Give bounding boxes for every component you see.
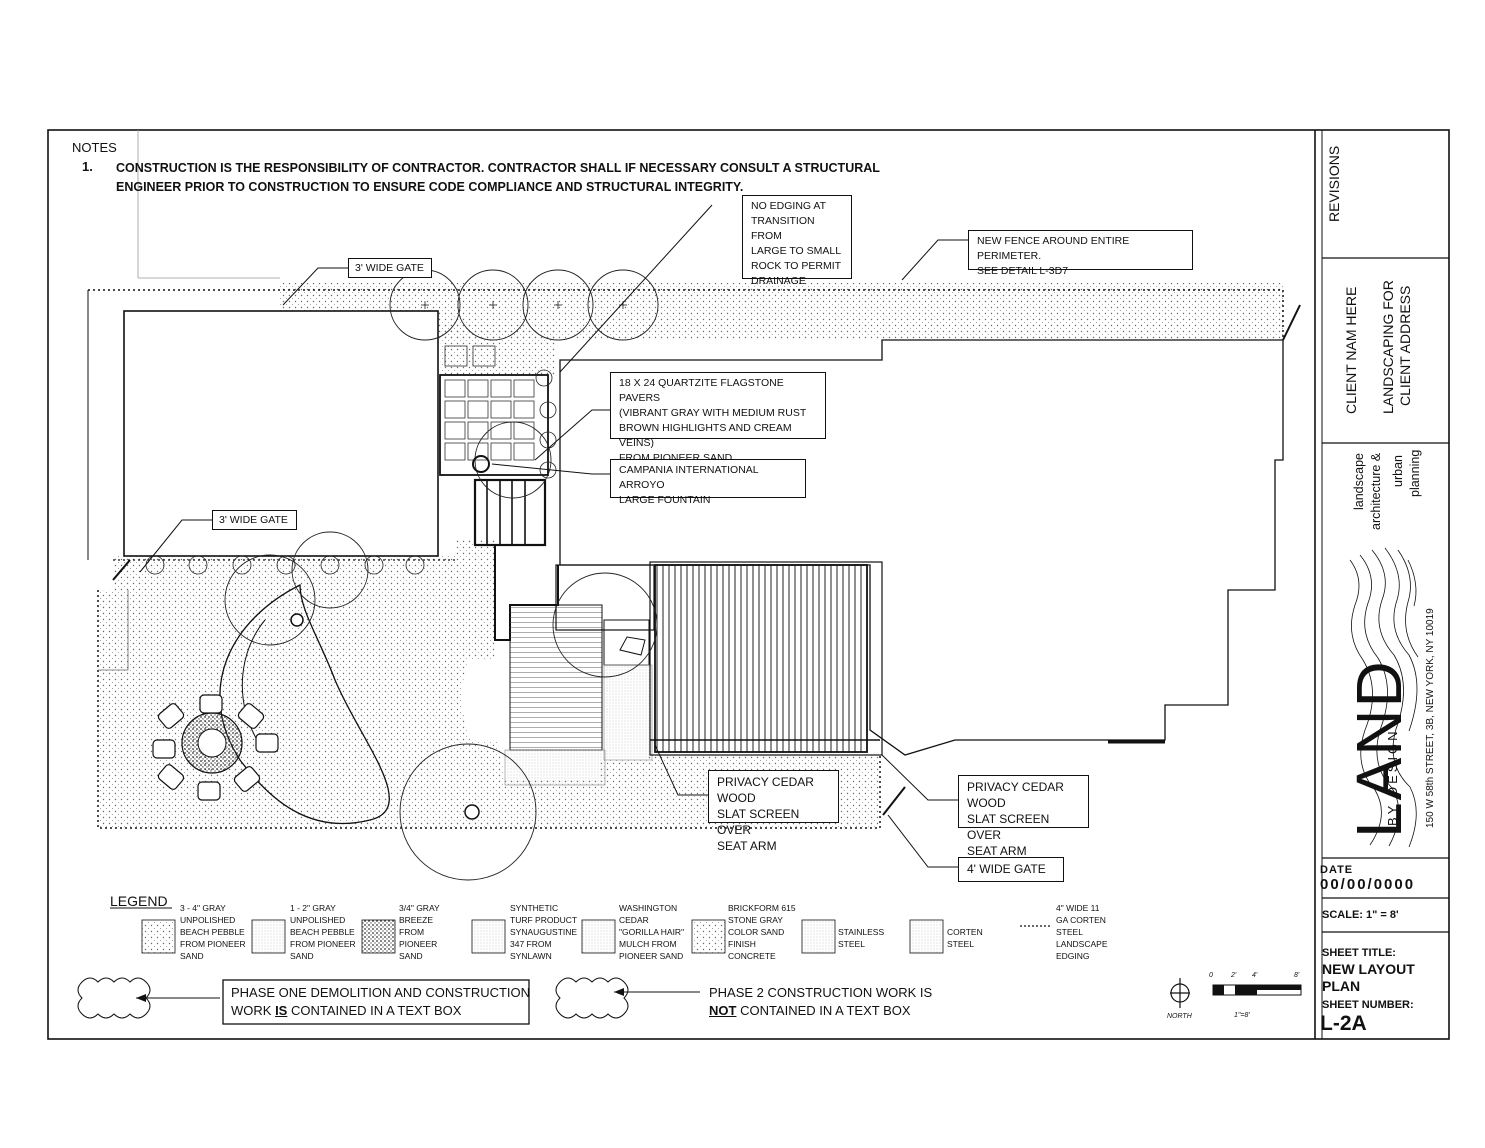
fire-pit [152,694,279,801]
pergola-slat-screen [649,561,883,756]
legend-item: BRICKFORM 615 STONE GRAY COLOR SAND FINI… [728,903,796,961]
turf-path [219,583,390,825]
callout-gate-4ft: 4' WIDE GATE [958,857,1064,882]
callout-gate-top: 3' WIDE GATE [348,258,432,278]
logo-contour-lines [1349,547,1419,848]
firm-logo: LAND [1343,659,1415,838]
scale-tick-0: 0 [1209,972,1213,979]
flagstone-pavers [439,345,549,476]
legend-item: SYNTHETIC TURF PRODUCT SYNAUGUSTINE 347 … [510,903,578,961]
north-arrow-icon [1170,978,1190,1008]
sheet-title-label: SHEET TITLE: [1322,947,1396,959]
phase-one-box [222,979,530,1025]
callout-no-edging: NO EDGING AT TRANSITION FROM LARGE TO SM… [742,195,852,287]
note-number: 1. [82,159,93,174]
legend-item: 1 - 2" GRAY UNPOLISHED BEACH PEBBLE FROM… [290,903,356,961]
legend-item: STAINLESS STEEL [838,927,885,949]
project-line-1: LANDSCAPING FOR [1380,280,1396,414]
sheet-number: L-2A [1320,1012,1367,1035]
callout-gate-left: 3' WIDE GATE [212,510,297,530]
firm-line-2: architecture & [1369,452,1383,530]
date-value: 00/00/0000 [1320,876,1416,893]
cloud-symbol-one [77,977,151,1019]
scale-tick-8: 8' [1294,972,1300,979]
scale-tick-2: 2' [1231,972,1237,979]
callout-privacy-screen-2: PRIVACY CEDAR WOOD SLAT SCREEN OVER SEAT… [958,775,1089,858]
legend-item: WASHINGTON CEDAR "GORILLA HAIR" MULCH FR… [619,903,685,961]
firm-line-1: landscape [1352,453,1366,510]
perimeter-fence [88,289,1284,340]
sheet-number-label: SHEET NUMBER: [1322,999,1414,1011]
legend-item: 3 - 4" GRAY UNPOLISHED BEACH PEBBLE FROM… [180,903,246,961]
notes-title: NOTES [72,140,117,155]
callout-privacy-screen-1: PRIVACY CEDAR WOOD SLAT SCREEN OVER SEAT… [708,770,839,853]
legend-title: LEGEND [110,893,168,909]
firm-logo-sub: BY DESIGN [1385,728,1400,826]
scale-note: SCALE: 1" = 8' [1322,909,1399,921]
fountain-mark [472,455,490,473]
client-name: CLIENT NAM HERE [1343,286,1359,414]
callout-fence: NEW FENCE AROUND ENTIRE PERIMETER. SEE D… [968,230,1193,277]
date-label: DATE [1320,864,1354,876]
project-line-2: CLIENT ADDRESS [1397,285,1413,406]
firm-line-3: urban [1391,455,1405,487]
firm-line-4: planning [1408,449,1422,497]
scale-bar-graphic [1212,984,1302,996]
revisions-label: REVISIONS [1326,145,1342,222]
scale-bar-label: 1"=8' [1234,1012,1250,1019]
sheet-title: NEW LAYOUT PLAN [1322,961,1415,994]
sheet-border [47,129,1450,1040]
legend-item: 3/4" GRAY BREEZE FROM PIONEER SAND [399,903,440,961]
legend-item: CORTEN STEEL [947,927,983,949]
legend-item: 4" WIDE 11 GA CORTEN STEEL LANDSCAPE EDG… [1056,903,1108,961]
callout-pavers: 18 X 24 QUARTZITE FLAGSTONE PAVERS (VIBR… [610,372,826,464]
note-text: CONSTRUCTION IS THE RESPONSIBILITY OF CO… [116,161,880,194]
cloud-symbol-two [555,977,629,1019]
scale-tick-4: 4' [1252,972,1258,979]
gravel-yard [98,540,880,828]
callout-fountain: CAMPANIA INTERNATIONAL ARROYO LARGE FOUN… [610,459,806,506]
firm-address: 150 W 58th STREET, 3B, NEW YORK, NY 1001… [1425,608,1436,828]
legend-swatches [141,919,1052,954]
north-label: NORTH [1167,1013,1192,1020]
house-right [559,339,1284,756]
